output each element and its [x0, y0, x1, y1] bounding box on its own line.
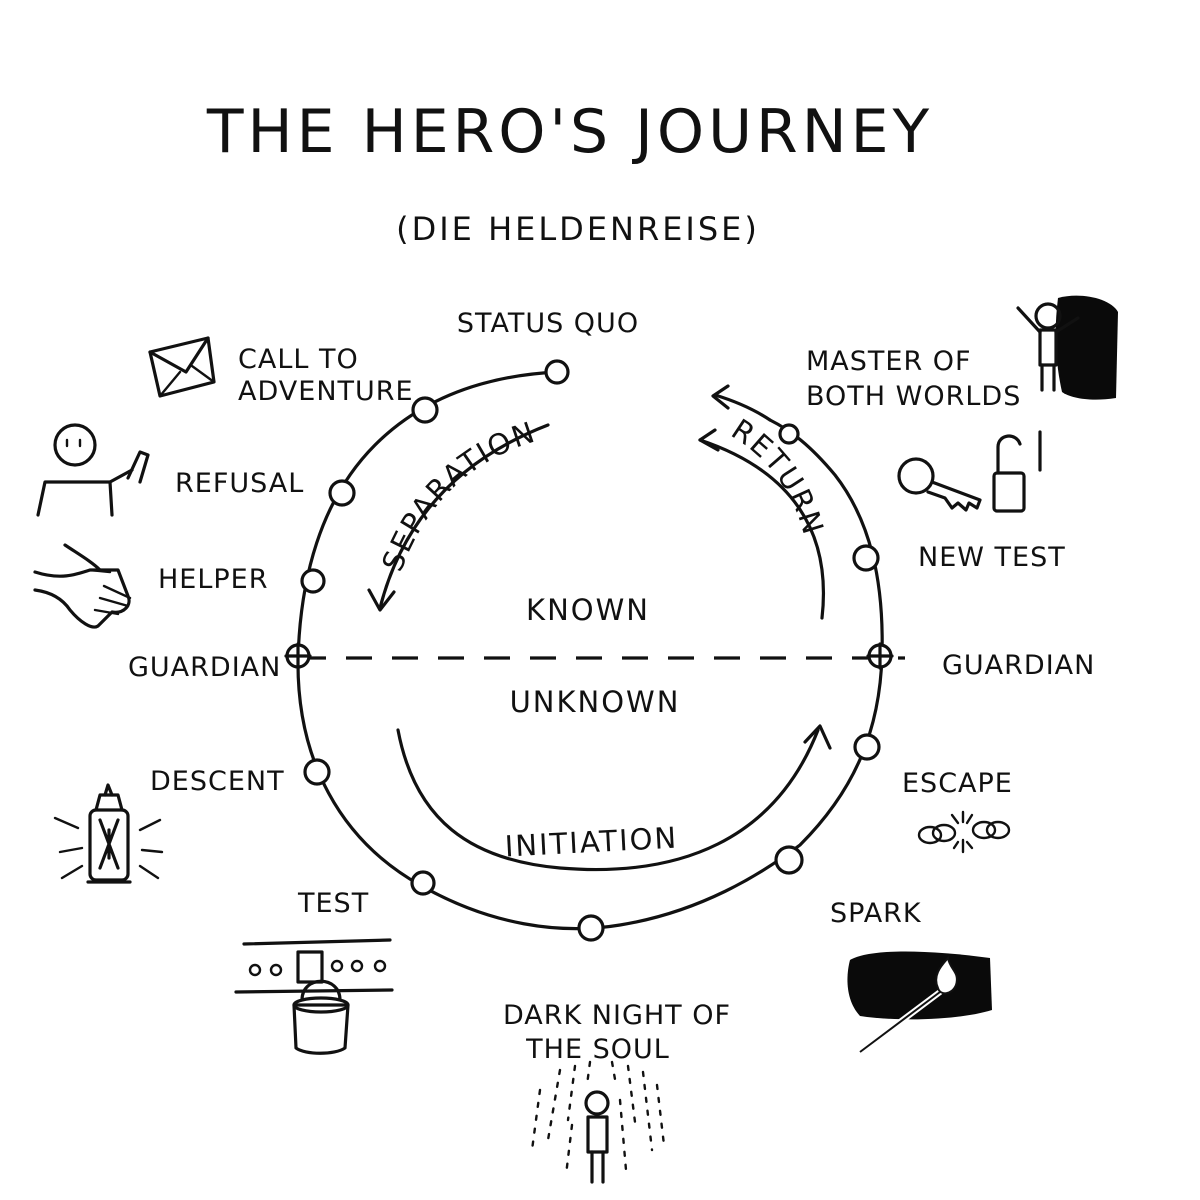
stage-marker-status-quo [544, 359, 570, 385]
stage-label-spark: SPARK [830, 898, 922, 929]
stage-label-guardian-right: GUARDIAN [942, 650, 1095, 681]
stage-markers [284, 359, 894, 942]
stage-marker-escape [853, 733, 881, 761]
stage-label-helper: HELPER [158, 564, 269, 595]
stage-label-new-test: NEW TEST [918, 542, 1066, 573]
stage-label-call-line2: ADVENTURE [238, 376, 414, 407]
stage-marker-spark [774, 845, 804, 875]
helping-hand-icon [33, 543, 132, 629]
broken-chain-icon [917, 810, 1011, 854]
stage-marker-helper [300, 568, 326, 594]
diagram-subtitle: (DIE HELDENREISE) [396, 210, 760, 248]
lantern-icon [53, 783, 164, 884]
diagram-title: THE HERO'S JOURNEY [206, 97, 933, 167]
zone-label-unknown: UNKNOWN [510, 685, 681, 719]
bucket-icon [234, 938, 394, 1055]
stage-label-descent: DESCENT [150, 766, 285, 797]
stage-label-status-quo: STATUS QUO [457, 308, 639, 339]
stage-label-escape: ESCAPE [902, 768, 1013, 799]
stage-marker-call [411, 396, 439, 424]
stage-label-dark-line1: DARK NIGHT OF [503, 1000, 731, 1031]
figure-in-rain-icon [530, 1060, 666, 1184]
outer-return-arrow [711, 384, 772, 422]
zone-label-known: KNOWN [526, 593, 650, 627]
stage-label-master-line1: MASTER OF [806, 346, 972, 377]
stage-label-guardian-left: GUARDIAN [128, 652, 281, 683]
stage-label-refusal: REFUSAL [175, 468, 304, 499]
figure-at-doorway-icon [1016, 295, 1118, 400]
stage-label-dark-line2: THE SOUL [525, 1034, 670, 1065]
separation-arrow [367, 423, 550, 612]
arc-label-initiation: INITIATION [504, 820, 679, 863]
stage-label-call-line1: CALL TO [238, 344, 359, 375]
return-arrow [698, 428, 825, 620]
envelope-icon [148, 336, 216, 398]
arc-label-separation: SEPARATION [375, 415, 540, 576]
stage-marker-descent [303, 758, 331, 786]
stage-marker-dark-night [577, 914, 605, 942]
stage-marker-refusal [328, 479, 356, 507]
lit-match-icon [847, 951, 992, 1055]
stage-marker-test [410, 870, 436, 896]
key-and-padlock-icon [897, 430, 1042, 513]
stick-figure-refusing-icon [36, 423, 150, 517]
arc-label-return: RETURN [726, 412, 831, 540]
initiation-arrow [396, 724, 832, 872]
stage-marker-master [778, 423, 800, 445]
stage-label-test: TEST [297, 888, 369, 919]
stage-label-master-line2: BOTH WORLDS [806, 381, 1021, 412]
stage-marker-new-test [852, 544, 880, 572]
